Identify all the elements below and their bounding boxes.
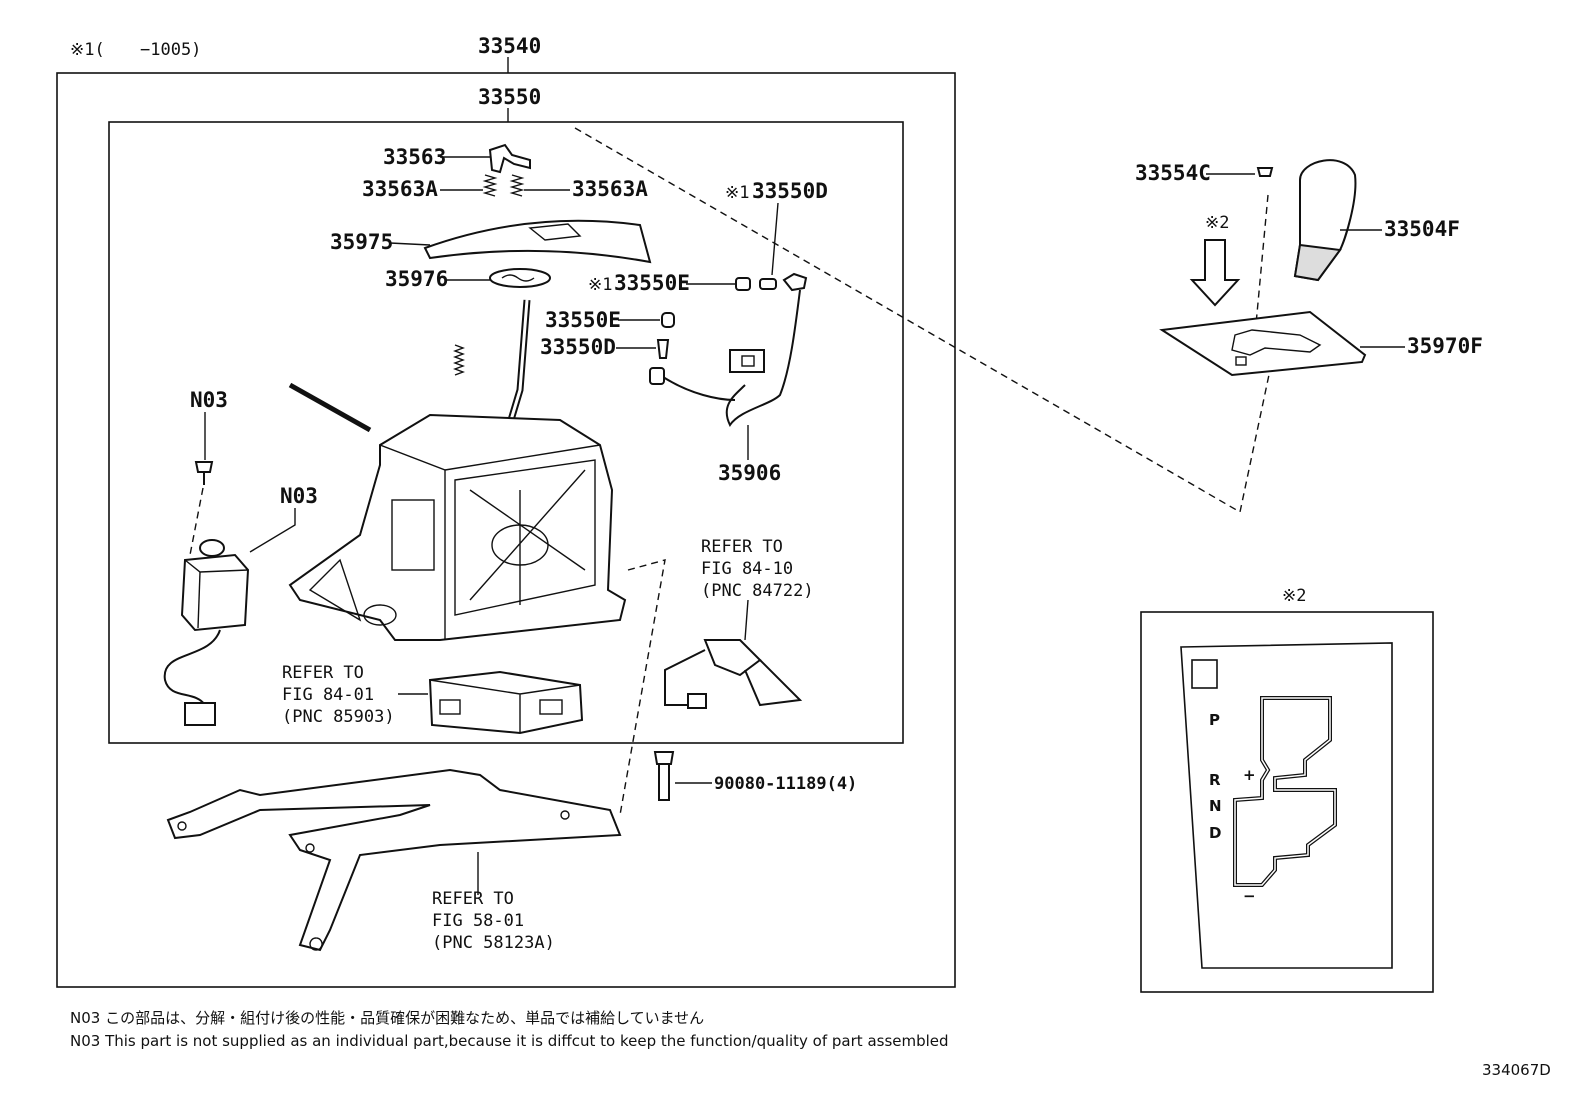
part-mark-33550D-top: ※1 (725, 183, 749, 203)
assembly-33540-frame (56, 72, 956, 988)
part-mark-33550E-top: ※1 (588, 275, 612, 295)
ref-58-01-line1[interactable]: REFER TO (432, 889, 514, 909)
bolt-90080-drawing (653, 751, 675, 801)
spring-33563A-drawing (482, 174, 525, 197)
ref-84-10-line3[interactable]: (PNC 84722) (701, 581, 814, 601)
mark2-box-label: ※2 (1282, 586, 1306, 606)
ref-84-01-line3[interactable]: (PNC 85903) (282, 707, 395, 727)
part-label-33563[interactable]: 33563 (383, 145, 446, 169)
part-label-33504F[interactable]: 33504F (1384, 217, 1460, 241)
part-label-35906[interactable]: 35906 (718, 461, 781, 485)
ref-84-01-line2[interactable]: FIG 84-01 (282, 685, 374, 705)
gate-letter-n: N (1209, 797, 1222, 815)
assembly-33550-label[interactable]: 33550 (478, 85, 541, 109)
part-label-33563A-left[interactable]: 33563A (362, 177, 438, 201)
part-label-33550E-top[interactable]: 33550E (614, 271, 690, 295)
ref-84-10-line1[interactable]: REFER TO (701, 537, 783, 557)
shift-lever-assembly-drawing (288, 299, 627, 641)
part-label-33550D-top[interactable]: 33550D (752, 179, 828, 203)
gate-plate-outline (1180, 642, 1393, 969)
indicator-plate-35970F-drawing (1159, 310, 1367, 377)
part-label-n03-top[interactable]: N03 (190, 388, 228, 412)
clip-33554C-drawing (1256, 167, 1274, 177)
footer-note-english: N03 This part is not supplied as an indi… (70, 1032, 949, 1050)
part-label-33550D[interactable]: 33550D (540, 335, 616, 359)
header-note-range: −1005) (140, 40, 201, 60)
gate-plus-sign: + (1243, 766, 1256, 784)
sensor-n03-drawing (163, 539, 250, 726)
footer-note-japanese: N03 この部品は、分解・組付け後の性能・品質確保が困難なため、単品では補給して… (70, 1009, 704, 1027)
detail-box-mark2 (1140, 611, 1434, 993)
gate-plate-window (1191, 659, 1218, 689)
cable-84722-drawing (664, 639, 803, 709)
bulb-socket-top-drawing (735, 272, 808, 292)
shift-gate-pattern (1233, 696, 1337, 887)
gate-letter-r: R (1209, 771, 1221, 789)
ref-84-01-line1[interactable]: REFER TO (282, 663, 364, 683)
ref-58-01-line2[interactable]: FIG 58-01 (432, 911, 524, 931)
gate-minus-sign: − (1243, 887, 1256, 905)
part-label-35970F[interactable]: 35970F (1407, 334, 1483, 358)
screw-n03-drawing (194, 461, 214, 485)
part-label-33554C[interactable]: 33554C (1135, 161, 1211, 185)
part-label-33550E[interactable]: 33550E (545, 308, 621, 332)
gate-letter-p: P (1209, 711, 1220, 729)
ref-84-10-line2[interactable]: FIG 84-10 (701, 559, 793, 579)
mark2-arrow-label: ※2 (1205, 213, 1229, 233)
seal-35976-drawing (489, 268, 551, 288)
assembly-33550-frame (108, 121, 904, 744)
assembly-33540-label[interactable]: 33540 (478, 34, 541, 58)
clip-33563-drawing (488, 143, 531, 174)
gate-letter-d: D (1209, 824, 1221, 842)
diagram-id: 334067D (1482, 1061, 1551, 1079)
cover-35975-drawing (423, 219, 652, 264)
part-label-bolt-90080[interactable]: 90080-11189(4) (714, 774, 857, 794)
header-note-mark: ※1( (70, 40, 105, 60)
part-label-35976[interactable]: 35976 (385, 267, 448, 291)
part-label-n03-mid[interactable]: N03 (280, 484, 318, 508)
knob-33504F-drawing (1293, 159, 1357, 282)
down-arrow-icon (1189, 239, 1241, 307)
bracket-58123A-drawing (166, 768, 622, 952)
part-label-33563A-right[interactable]: 33563A (572, 177, 648, 201)
bulb-pair-drawing (656, 312, 675, 359)
part-label-35975[interactable]: 35975 (330, 230, 393, 254)
harness-35906-drawing (649, 289, 801, 427)
ref-58-01-line3[interactable]: (PNC 58123A) (432, 933, 555, 953)
ecu-85903-drawing (428, 670, 584, 735)
